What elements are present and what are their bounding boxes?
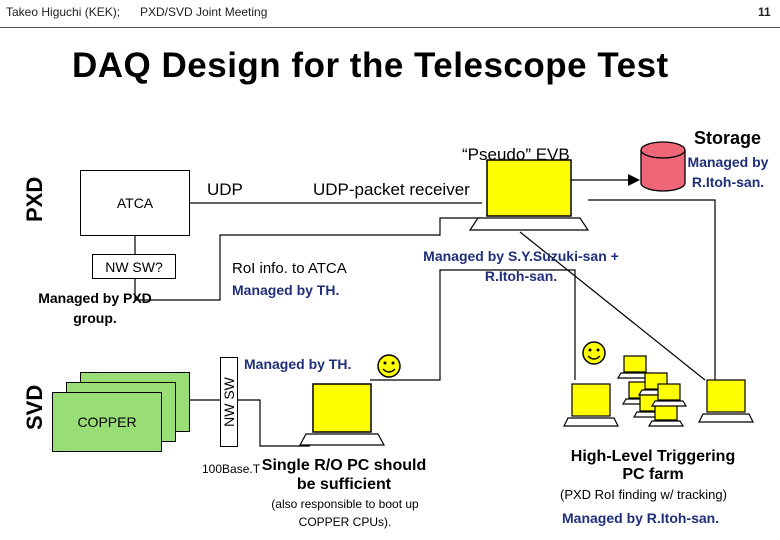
hlt-note: (PXD RoI finding w/ tracking) xyxy=(560,487,727,502)
receiver-label: UDP-packet receiver xyxy=(313,180,470,199)
storage-title: Storage xyxy=(694,128,762,148)
atca-label: ATCA xyxy=(116,195,154,211)
pxd-managed-label: Managed by PXD group. xyxy=(38,290,152,326)
copper-label: COPPER xyxy=(77,414,137,430)
storage-arrowhead xyxy=(628,174,640,186)
readout-label: Single R/O PC should be sufficient xyxy=(261,457,427,493)
computer-icon xyxy=(650,383,688,407)
computer-icon xyxy=(563,383,619,427)
header-author: Takeo Higuchi (KEK); xyxy=(6,5,121,19)
hlt-title: High-Level Triggering PC farm xyxy=(570,448,736,483)
header-meeting: PXD/SVD Joint Meeting xyxy=(140,5,268,19)
page-title: DAQ Design for the Telescope Test xyxy=(72,46,669,85)
roi-managed-label: Managed by TH. xyxy=(232,282,340,298)
udp-label: UDP xyxy=(207,180,243,199)
pxd-nwsw-label: NW SW? xyxy=(105,258,163,275)
svd-nwsw-box: NW SW xyxy=(220,357,238,447)
storage-managed-label: Managed by R.Itoh-san. xyxy=(687,154,769,190)
roi-label: RoI info. to ATCA xyxy=(232,260,347,277)
computer-icon xyxy=(616,355,654,379)
roi-return-link xyxy=(134,217,482,301)
computer-icon xyxy=(647,403,685,427)
computer-icon xyxy=(698,379,754,423)
copper-box: COPPER xyxy=(52,392,162,452)
evb-managed-label: Managed by S.Y.Suzuki-san + R.Itoh-san. xyxy=(423,248,619,284)
hlt-managed-label: Managed by R.Itoh-san. xyxy=(562,510,720,526)
evb-hlt-link xyxy=(588,199,716,380)
farm-diagonal-link xyxy=(519,231,706,381)
atca-box: ATCA xyxy=(80,170,190,236)
page-number: 11 xyxy=(758,5,771,19)
svd-managed-label: Managed by TH. xyxy=(244,356,352,372)
header-divider xyxy=(0,27,780,28)
readout-note: (also responsible to boot up COPPER CPUs… xyxy=(271,497,419,529)
link-speed-label: 100Base.T xyxy=(202,462,261,476)
pxd-nwsw-box: NW SW? xyxy=(92,254,176,279)
nwsw-readout-link xyxy=(238,399,310,447)
readout-hlt-link xyxy=(370,269,576,381)
